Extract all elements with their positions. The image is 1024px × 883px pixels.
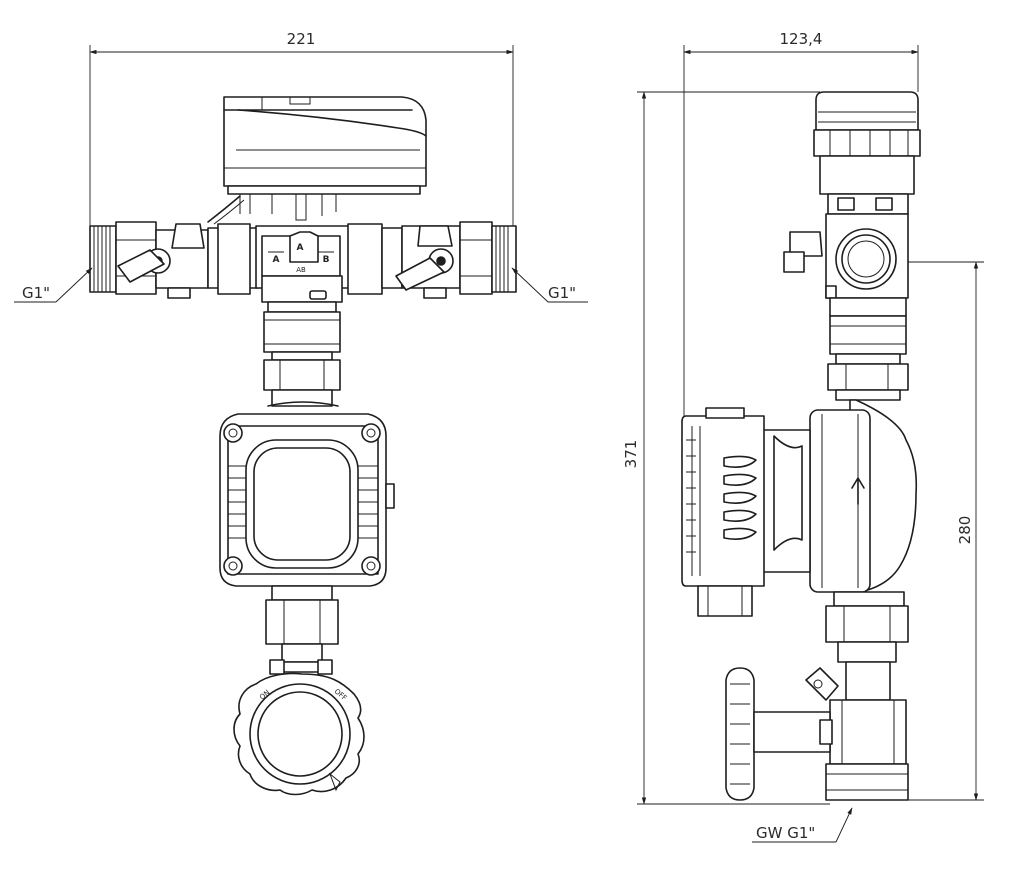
total-height-label: 371: [622, 440, 640, 469]
side-lower-pipe: [825, 591, 909, 801]
port-ab-label: AB: [296, 266, 306, 274]
circulator-pump: [219, 401, 395, 587]
side-pump: [681, 399, 918, 617]
total-height-dimension: 371: [622, 91, 830, 805]
front-thread-labels: G1" G1": [14, 267, 588, 303]
bottom-thread-label-group: GW G1": [752, 807, 853, 843]
valve-actuator: [207, 96, 427, 225]
side-upper-pipe: [827, 315, 909, 401]
side-handle: [725, 667, 839, 801]
bottom-thread-label: GW G1": [756, 824, 815, 842]
front-lower-pipe: [265, 585, 339, 675]
port-b-label: B: [323, 255, 330, 265]
width-dimension: 221: [89, 30, 514, 230]
side-valve-body: [783, 213, 909, 317]
port-a-left-label: A: [273, 255, 280, 265]
side-view: 123,4 371 280: [622, 30, 984, 843]
right-thread-label: G1": [548, 284, 576, 302]
front-view: 221: [14, 30, 588, 796]
three-way-valve: A A B AB: [89, 221, 517, 303]
partial-height-label: 280: [956, 516, 974, 545]
port-a-top-label: A: [297, 243, 304, 253]
depth-dimension: 123,4: [683, 30, 919, 420]
width-dimension-label: 221: [287, 30, 316, 48]
depth-dimension-label: 123,4: [780, 30, 823, 48]
front-upper-pipe: [263, 301, 341, 407]
side-actuator: [813, 91, 921, 215]
left-thread-label: G1": [22, 284, 50, 302]
ball-valve-handle: ON OFF: [233, 672, 365, 796]
